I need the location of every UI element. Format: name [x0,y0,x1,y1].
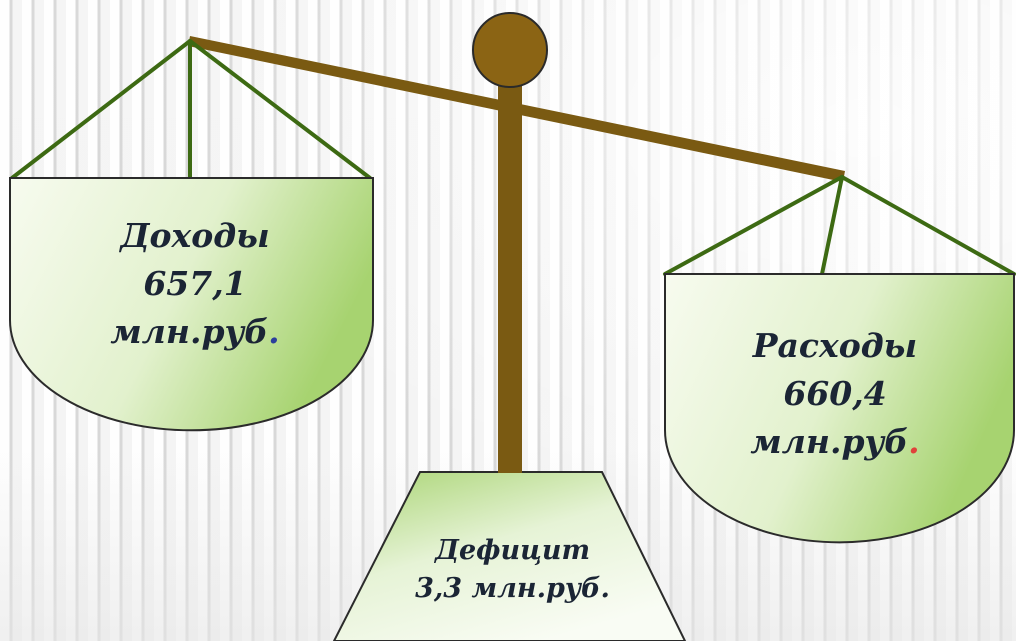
left-pan-strings [10,39,372,180]
income-dot: . [268,312,280,351]
pivot-circle [472,12,548,88]
income-unit-line: млн.руб. [40,308,350,356]
scale-base [332,471,687,641]
income-title: Доходы [120,216,270,255]
expense-amount: 660,4 [783,374,887,413]
income-amount: 657,1 [143,264,247,303]
expense-unit: млн.руб [750,422,909,461]
scale-beam [188,36,845,182]
expense-dot: . [908,422,920,461]
expense-title: Расходы [752,326,918,365]
expense-label: Расходы 660,4 млн.руб. [690,322,980,466]
deficit-title: Дефицит [434,535,591,566]
deficit-label: Дефицит 3,3 млн.руб. [380,532,645,608]
income-pan [9,177,374,432]
right-pan-strings [663,175,1016,276]
expense-unit-line: млн.руб. [690,418,980,466]
deficit-amount: 3,3 млн.руб. [415,573,610,604]
income-label: Доходы 657,1 млн.руб. [40,212,350,356]
scale-post [498,75,522,473]
income-unit: млн.руб [110,312,269,351]
expense-pan [664,273,1015,544]
